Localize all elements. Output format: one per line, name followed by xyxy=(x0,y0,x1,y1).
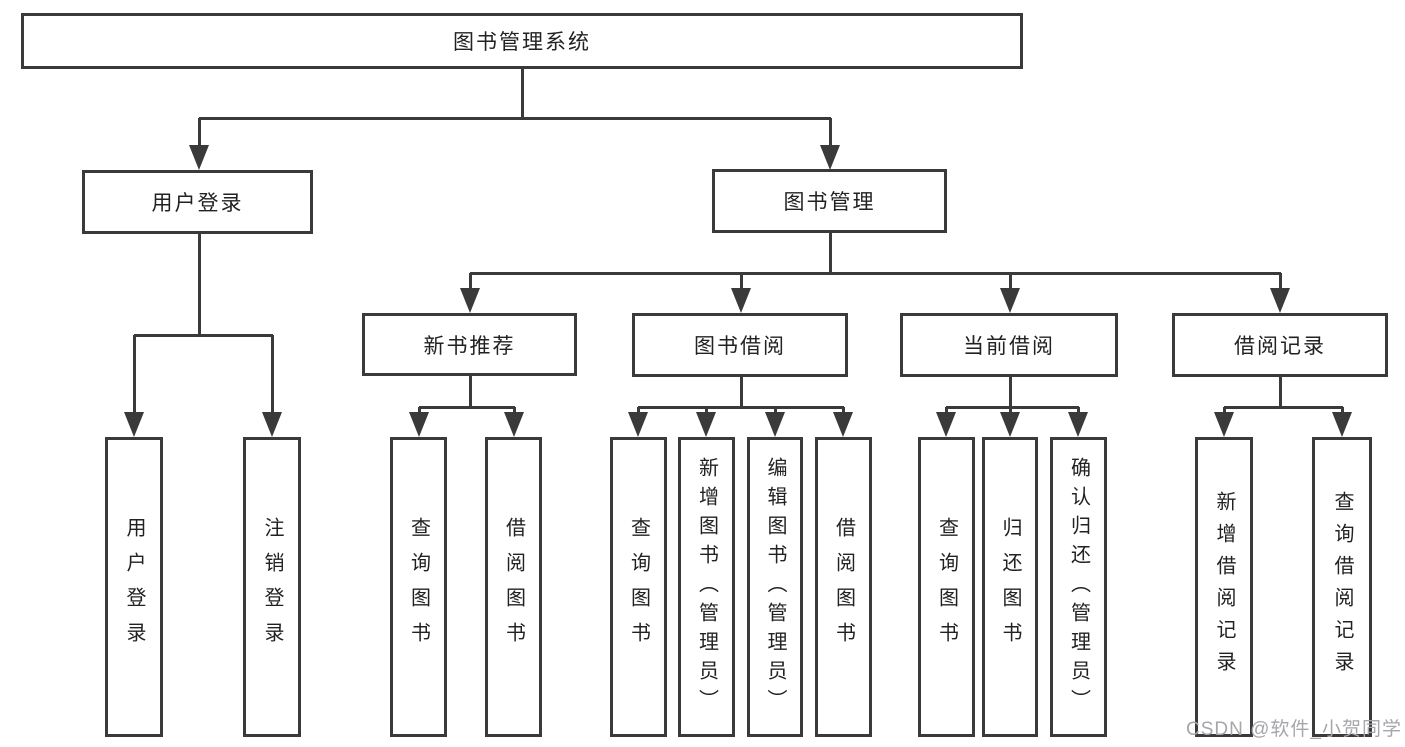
arrow-down-icon xyxy=(409,412,429,437)
leaf-add-borrow-record: 新增借阅记录 xyxy=(1195,437,1253,737)
node-label: 查询图书 xyxy=(407,517,430,657)
arrow-down-icon xyxy=(124,412,144,437)
arrow-down-icon xyxy=(1270,288,1290,313)
leaf-return-books: 归还图书 xyxy=(982,437,1038,737)
arrow-down-icon xyxy=(1000,412,1020,437)
arrow-down-icon xyxy=(262,412,282,437)
node-label: 新增图书（管理员） xyxy=(695,456,718,718)
connector-line xyxy=(1223,407,1226,415)
connector-line xyxy=(1224,406,1343,409)
arrow-down-icon xyxy=(1068,412,1088,437)
arrow-down-icon xyxy=(189,145,209,170)
connector-line xyxy=(1009,377,1012,408)
node-label: 当前借阅 xyxy=(963,335,1055,358)
connector-line xyxy=(1279,377,1282,408)
node-label: 图书借阅 xyxy=(694,335,786,358)
leaf-query-borrow-record: 查询借阅记录 xyxy=(1312,437,1372,737)
csdn-watermark: CSDN @软件_小贺同学 xyxy=(1186,719,1402,740)
connector-line xyxy=(419,406,515,409)
arrow-down-icon xyxy=(628,412,648,437)
node-label: 注销登录 xyxy=(261,517,283,657)
connector-line xyxy=(740,273,743,290)
connector-line xyxy=(637,407,640,415)
connector-line xyxy=(470,272,1281,275)
leaf-confirm-return-admin: 确认归还（管理员） xyxy=(1050,437,1107,737)
arrow-down-icon xyxy=(936,412,956,437)
node-label: 新增借阅记录 xyxy=(1213,491,1235,683)
connector-line xyxy=(829,118,832,147)
leaf-borrow-books-borrowing: 借阅图书 xyxy=(815,437,872,737)
node-label: 归还图书 xyxy=(999,517,1021,657)
arrow-down-icon xyxy=(731,288,751,313)
leaf-user-login: 用户登录 xyxy=(105,437,163,737)
connector-line xyxy=(418,407,421,415)
connector-line xyxy=(198,234,201,335)
connector-line xyxy=(1077,407,1080,415)
connector-line xyxy=(946,406,1079,409)
node-label: 用户登录 xyxy=(123,517,145,657)
node-label: 借阅记录 xyxy=(1234,335,1326,358)
arrow-down-icon xyxy=(833,412,853,437)
node-label: 查询图书 xyxy=(627,517,650,657)
arrow-down-icon xyxy=(1332,412,1352,437)
leaf-logout: 注销登录 xyxy=(243,437,301,737)
leaf-query-books-borrowing: 查询图书 xyxy=(610,437,667,737)
leaf-query-books-current: 查询图书 xyxy=(918,437,975,737)
node-label: 借阅图书 xyxy=(832,517,855,657)
connector-line xyxy=(842,407,845,415)
connector-line xyxy=(638,406,844,409)
connector-line xyxy=(774,407,777,415)
connector-line xyxy=(1279,273,1282,290)
node-book-borrowing: 图书借阅 xyxy=(632,313,848,377)
connector-line xyxy=(829,233,832,274)
node-borrowing-records: 借阅记录 xyxy=(1172,313,1388,377)
leaf-borrow-books-recommend: 借阅图书 xyxy=(485,437,542,737)
node-label: 查询图书 xyxy=(935,517,958,657)
connector-line xyxy=(134,334,273,337)
node-new-book-recommend: 新书推荐 xyxy=(362,313,577,376)
node-label: 查询借阅记录 xyxy=(1331,491,1353,683)
node-current-borrowing: 当前借阅 xyxy=(900,313,1118,377)
arrow-down-icon xyxy=(460,288,480,313)
node-book-management: 图书管理 xyxy=(712,169,947,233)
connector-line xyxy=(945,407,948,415)
arrow-down-icon xyxy=(765,412,785,437)
connector-line xyxy=(521,68,524,118)
connector-line xyxy=(271,335,274,413)
connector-line xyxy=(469,273,472,290)
connector-line xyxy=(705,407,708,415)
arrow-down-icon xyxy=(504,412,524,437)
node-label: 确认归还（管理员） xyxy=(1067,456,1090,718)
connector-line xyxy=(1341,407,1344,415)
connector-line xyxy=(1009,407,1012,415)
node-label: 编辑图书（管理员） xyxy=(764,456,786,718)
arrow-down-icon xyxy=(1000,288,1020,313)
connector-line xyxy=(469,376,472,408)
node-label: 用户登录 xyxy=(151,192,244,215)
leaf-edit-books-admin: 编辑图书（管理员） xyxy=(747,437,803,737)
node-label: 借阅图书 xyxy=(502,517,525,657)
leaf-query-books-recommend: 查询图书 xyxy=(390,437,447,737)
arrow-down-icon xyxy=(820,145,840,170)
connector-line xyxy=(198,118,201,147)
connector-line xyxy=(133,335,136,413)
node-library-system-root: 图书管理系统 xyxy=(21,13,1023,69)
leaf-add-books-admin: 新增图书（管理员） xyxy=(678,437,735,737)
node-user-login: 用户登录 xyxy=(82,170,313,234)
connector-line xyxy=(740,377,743,408)
connector-line xyxy=(513,407,516,415)
node-label: 图书管理 xyxy=(783,191,876,214)
connector-line xyxy=(199,117,831,120)
node-label: 图书管理系统 xyxy=(453,31,591,54)
node-label: 新书推荐 xyxy=(423,334,516,358)
connector-line xyxy=(1009,273,1012,290)
arrow-down-icon xyxy=(696,412,716,437)
arrow-down-icon xyxy=(1214,412,1234,437)
